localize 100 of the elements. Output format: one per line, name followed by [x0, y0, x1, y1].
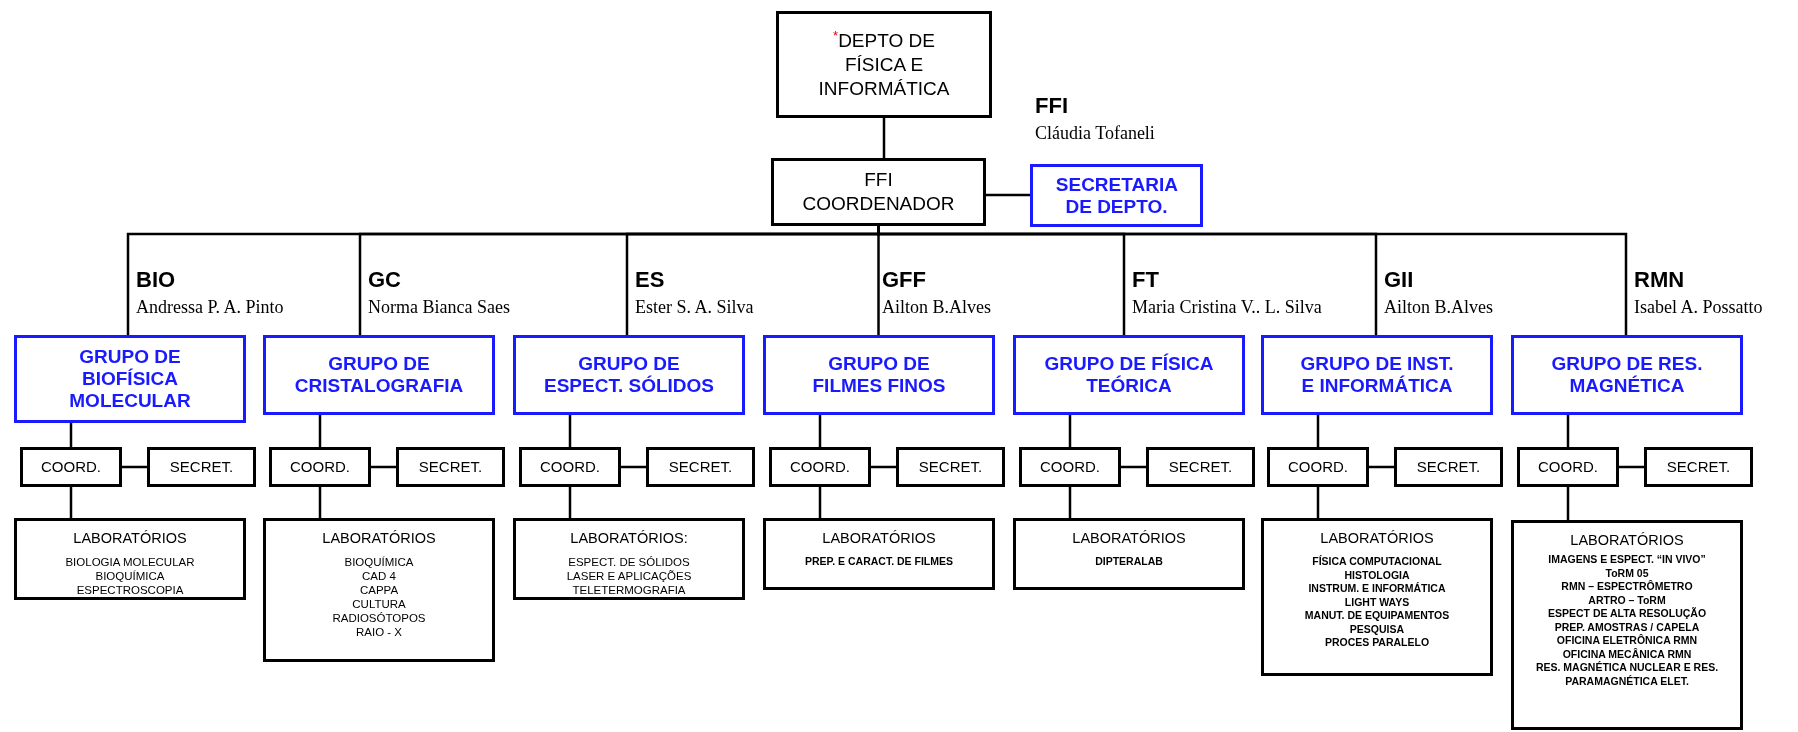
group-code: GFF [882, 266, 927, 294]
role-box [396, 447, 505, 487]
box-label: GRUPO DE BIOFÍSICA MOLECULAR [68, 346, 192, 412]
group-box [14, 335, 246, 423]
box-label: COORD. [1040, 456, 1100, 477]
unit-box [776, 11, 992, 118]
connector-line [1369, 465, 1394, 469]
laboratory-name: ToRM 05 [1605, 566, 1649, 580]
connector-line [1566, 415, 1570, 447]
connector-line [318, 487, 322, 518]
laboratory-name: ESPECT. DE SÓLIDOS [568, 555, 690, 569]
laboratory-name: CAD 4 [362, 569, 396, 583]
role-box [519, 447, 621, 487]
laboratory-name: OFICINA MECÂNICA RMN [1562, 647, 1692, 661]
box-label: COORD. [1288, 456, 1348, 477]
box-label: SECRET. [1666, 456, 1731, 477]
laboratories-heading: LABORATÓRIOS [822, 529, 936, 547]
group-box [513, 335, 745, 415]
laboratory-box [263, 518, 495, 662]
person-name: Ailton B.Alves [882, 296, 991, 319]
laboratory-name: PREP. AMOSTRAS / CAPELA [1554, 620, 1700, 634]
group-box [1511, 335, 1743, 415]
laboratory-name: LIGHT WAYS [1344, 595, 1410, 609]
connector-line [818, 415, 822, 447]
laboratories-heading: LABORATÓRIOS [73, 529, 187, 547]
laboratory-box [513, 518, 745, 600]
role-box [1644, 447, 1753, 487]
box-label: GRUPO DE ESPECT. SÓLIDOS [544, 353, 714, 397]
laboratory-name: RES. MAGNÉTICA NUCLEAR E RES. PARAMAGNÉTICA ELET. [1534, 661, 1720, 688]
role-box [20, 447, 122, 487]
person-name: Ester S. A. Silva [635, 296, 754, 319]
person-name: Ailton B.Alves [1384, 296, 1493, 319]
box-label: GRUPO DE RES. MAGNÉTICA [1550, 353, 1704, 397]
box-label: $^{*}$DEPTO DE FÍSICA E INFORMÁTICA [817, 28, 951, 101]
connector-line [818, 487, 822, 518]
laboratory-box [763, 518, 995, 590]
laboratories-heading: LABORATÓRIOS [322, 529, 436, 547]
laboratory-name: BIOLOGIA MOLECULAR [65, 555, 195, 569]
connector-line [871, 465, 896, 469]
role-box [1517, 447, 1619, 487]
connector-line [1068, 415, 1072, 447]
connector-line [568, 415, 572, 447]
group-code: BIO [136, 266, 177, 294]
box-label: SECRET. [668, 456, 733, 477]
role-box [1267, 447, 1369, 487]
role-box [769, 447, 871, 487]
connector-line [371, 465, 396, 469]
box-label: SECRET. [1168, 456, 1233, 477]
group-box [263, 335, 495, 415]
laboratories-heading: LABORATÓRIOS: [570, 529, 688, 547]
laboratory-name: RAIO - X [356, 625, 402, 639]
box-label: GRUPO DE CRISTALOGRAFIA [294, 353, 464, 397]
connector-line [1068, 487, 1072, 518]
connector-line [621, 465, 646, 469]
box-label: SECRET. [918, 456, 983, 477]
laboratory-name: INSTRUM. E INFORMÁTICA [1308, 582, 1446, 596]
laboratory-name: CULTURA [352, 597, 406, 611]
person-name: Maria Cristina V.. L. Silva [1132, 296, 1322, 319]
connector-line [1316, 415, 1320, 447]
group-box [1013, 335, 1245, 415]
laboratory-name: ESPECT DE ALTA RESOLUÇÃO [1547, 607, 1707, 621]
laboratory-box [14, 518, 246, 600]
person-name: Cláudia Tofaneli [1035, 122, 1155, 145]
role-box [147, 447, 256, 487]
box-label: FFI COORDENADOR [802, 168, 955, 216]
connector-line [1121, 465, 1146, 469]
group-code: GII [1384, 266, 1415, 294]
laboratory-name: HISTOLOGIA [1344, 568, 1410, 582]
group-code: ES [635, 266, 666, 294]
box-label: SECRET. [1416, 456, 1481, 477]
box-label: SECRETARIA DE DEPTO. [1055, 173, 1178, 218]
laboratory-name: BIOQUÍMICA [95, 569, 165, 583]
group-code: FFI [1035, 92, 1069, 120]
laboratory-name: BIOQUÍMICA [344, 555, 414, 569]
group-code: RMN [1634, 266, 1686, 294]
connector-line [1566, 487, 1570, 520]
connector-line [882, 118, 886, 158]
group-code: GC [368, 266, 402, 294]
laboratory-name: OFICINA ELETRÔNICA RMN [1556, 634, 1698, 648]
box-label: GRUPO DE INST. E INFORMÁTICA [1299, 353, 1455, 397]
laboratory-name: MANUT. DE EQUIPAMENTOS [1304, 609, 1450, 623]
laboratory-name: ARTRO – ToRM [1588, 593, 1666, 607]
laboratory-name: RMN – ESPECTRÔMETRO [1561, 580, 1693, 594]
laboratory-name: IMAGENS E ESPECT. “IN VIVO” [1548, 553, 1706, 567]
box-label: COORD. [41, 456, 101, 477]
box-label: SECRET. [169, 456, 234, 477]
connector-line [318, 415, 322, 447]
laboratory-name: LASER E APLICAÇÕES [566, 569, 692, 583]
box-label: GRUPO DE FÍSICA TEÓRICA [1044, 353, 1214, 397]
role-box [1394, 447, 1503, 487]
laboratories-heading: LABORATÓRIOS [1570, 531, 1684, 549]
connector-line [69, 487, 73, 518]
box-label: GRUPO DE FILMES FINOS [811, 353, 947, 397]
laboratories-heading: LABORATÓRIOS [1320, 529, 1434, 547]
laboratory-name: PREP. E CARACT. DE FILMES [805, 555, 953, 569]
laboratory-name: ESPECTROSCOPIA [76, 583, 184, 597]
role-box [1019, 447, 1121, 487]
person-name: Andressa P. A. Pinto [136, 296, 284, 319]
group-box [1261, 335, 1493, 415]
box-label: COORD. [290, 456, 350, 477]
